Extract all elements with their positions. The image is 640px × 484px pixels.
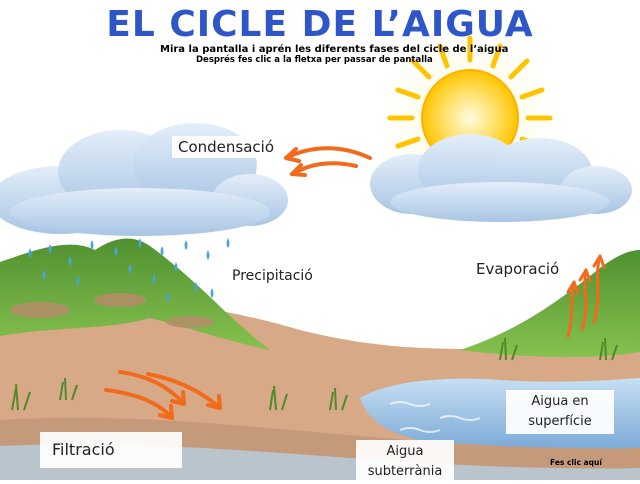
- filtration-arrows-icon: [104, 370, 222, 420]
- condensation-arrows-icon: [284, 146, 372, 177]
- instruction-line-1: Mira la pantalla i aprén les diferents f…: [160, 44, 509, 55]
- label-surface-water: Aigua en superfície: [506, 390, 614, 434]
- hill-texture: [10, 293, 214, 328]
- cloud-right-icon: [370, 134, 632, 222]
- label-condensation: Condensació: [172, 136, 281, 158]
- label-evaporation: Evaporació: [470, 258, 566, 280]
- evaporation-arrows-icon: [566, 254, 606, 338]
- lake-waves: [389, 401, 481, 433]
- label-filtration: Filtració: [40, 432, 182, 468]
- grass-tufts: [11, 337, 618, 411]
- hill-right: [460, 250, 640, 357]
- rain-drops-icon: [28, 238, 230, 302]
- label-groundwater: Aigua subterrània: [356, 440, 454, 484]
- page-title: EL CICLE DE L’AIGUA: [106, 4, 534, 45]
- next-screen-button[interactable]: Fes clic aquí: [550, 458, 602, 467]
- instruction-line-2: Després fes clic a la fletxa per passar …: [196, 55, 433, 65]
- label-precipitation: Precipitació: [226, 266, 319, 286]
